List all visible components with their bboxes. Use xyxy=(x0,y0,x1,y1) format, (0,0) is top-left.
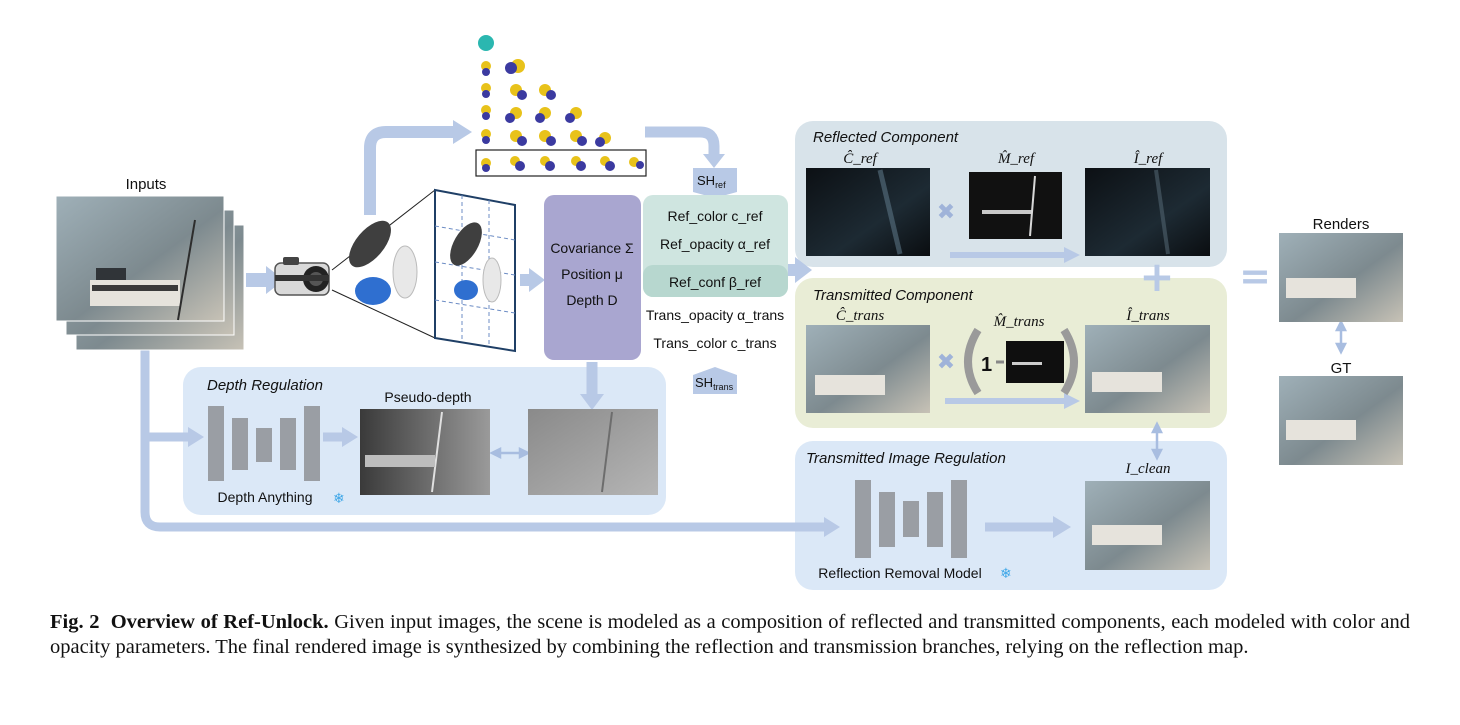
double-arrows xyxy=(489,319,1348,461)
multiply-icon-2: ✖ xyxy=(937,349,955,374)
plus-icon: + xyxy=(1139,252,1174,301)
covariance-label: Covariance Σ xyxy=(550,240,634,256)
reflection-removal-network xyxy=(855,480,967,558)
m-hat-ref-image xyxy=(969,172,1062,239)
sh-ref-tag: SHref xyxy=(693,168,737,198)
arrow-heads xyxy=(188,120,1080,538)
depth-label: Depth D xyxy=(566,292,617,308)
input-images xyxy=(55,195,245,351)
equals-icon: = xyxy=(1239,254,1271,298)
snowflake-icon: ❄ xyxy=(333,490,345,506)
ref-opacity-label: Ref_opacity α_ref xyxy=(660,236,770,252)
position-label: Position μ xyxy=(561,266,623,282)
c-hat-trans-image xyxy=(806,325,930,413)
depth-anything-label: Depth Anything xyxy=(218,489,313,505)
rendered-depth-image xyxy=(528,409,658,495)
depth-regulation-title: Depth Regulation xyxy=(207,377,323,394)
i-hat-ref-label: Î_ref xyxy=(1133,150,1164,167)
pipeline-diagram: Inputs xyxy=(55,35,1403,590)
c-hat-ref-image xyxy=(806,168,930,256)
renders-image xyxy=(1279,233,1403,322)
m-hat-trans-label: M̂_trans xyxy=(993,314,1045,330)
caption-text: Given input images, the scene is modeled… xyxy=(50,611,1410,658)
ref-conf-box xyxy=(643,265,788,297)
spherical-harmonics-grid xyxy=(475,35,647,177)
gt-label: GT xyxy=(1331,360,1352,377)
i-hat-ref-image xyxy=(1085,168,1210,256)
depth-anything-network xyxy=(208,406,320,481)
left-paren xyxy=(964,327,982,396)
trans-opacity-label: Trans_opacity α_trans xyxy=(646,307,784,323)
multiply-icon: ✖ xyxy=(937,199,955,224)
m-hat-ref-label: M̂_ref xyxy=(997,151,1036,167)
flow-arrows xyxy=(140,126,1066,532)
reflection-removal-label: Reflection Removal Model xyxy=(818,565,981,581)
sh-trans-tag: SHtrans xyxy=(693,367,737,394)
i-hat-trans-label: Î_trans xyxy=(1125,307,1170,324)
right-paren xyxy=(1060,327,1078,396)
snowflake-icon-2: ❄ xyxy=(1000,565,1012,581)
ref-color-label: Ref_color c_ref xyxy=(668,208,763,224)
caption-title: Overview of Ref-Unlock. xyxy=(110,611,329,633)
c-hat-trans-label: Ĉ_trans xyxy=(836,307,885,324)
trans-color-label: Trans_color c_trans xyxy=(653,335,776,351)
reflected-title: Reflected Component xyxy=(813,129,959,146)
i-hat-trans-image xyxy=(1085,325,1210,413)
caption-fig-number: Fig. 2 xyxy=(50,611,100,633)
ref-conf-label: Ref_conf β_ref xyxy=(669,274,761,290)
frustum-grid xyxy=(434,188,516,353)
svg-text:SHref: SHref xyxy=(697,173,726,190)
one-label: 1 xyxy=(981,354,992,376)
transmitted-title: Transmitted Component xyxy=(813,287,974,304)
pseudo-depth-label: Pseudo-depth xyxy=(384,389,471,405)
figure-caption: Fig. 2 Overview of Ref-Unlock. Given inp… xyxy=(50,610,1410,660)
i-clean-label: I_clean xyxy=(1125,461,1171,477)
tir-title: Transmitted Image Regulation xyxy=(806,450,1006,467)
renders-label: Renders xyxy=(1313,216,1370,233)
camera-icon xyxy=(274,257,330,296)
geometry-params-box xyxy=(544,195,641,360)
svg-text:SHtrans: SHtrans xyxy=(695,375,734,392)
inputs-label: Inputs xyxy=(126,176,167,193)
pseudo-depth-image xyxy=(360,409,490,495)
gaussian-ellipsoids xyxy=(331,189,436,339)
c-hat-ref-label: Ĉ_ref xyxy=(843,150,878,167)
